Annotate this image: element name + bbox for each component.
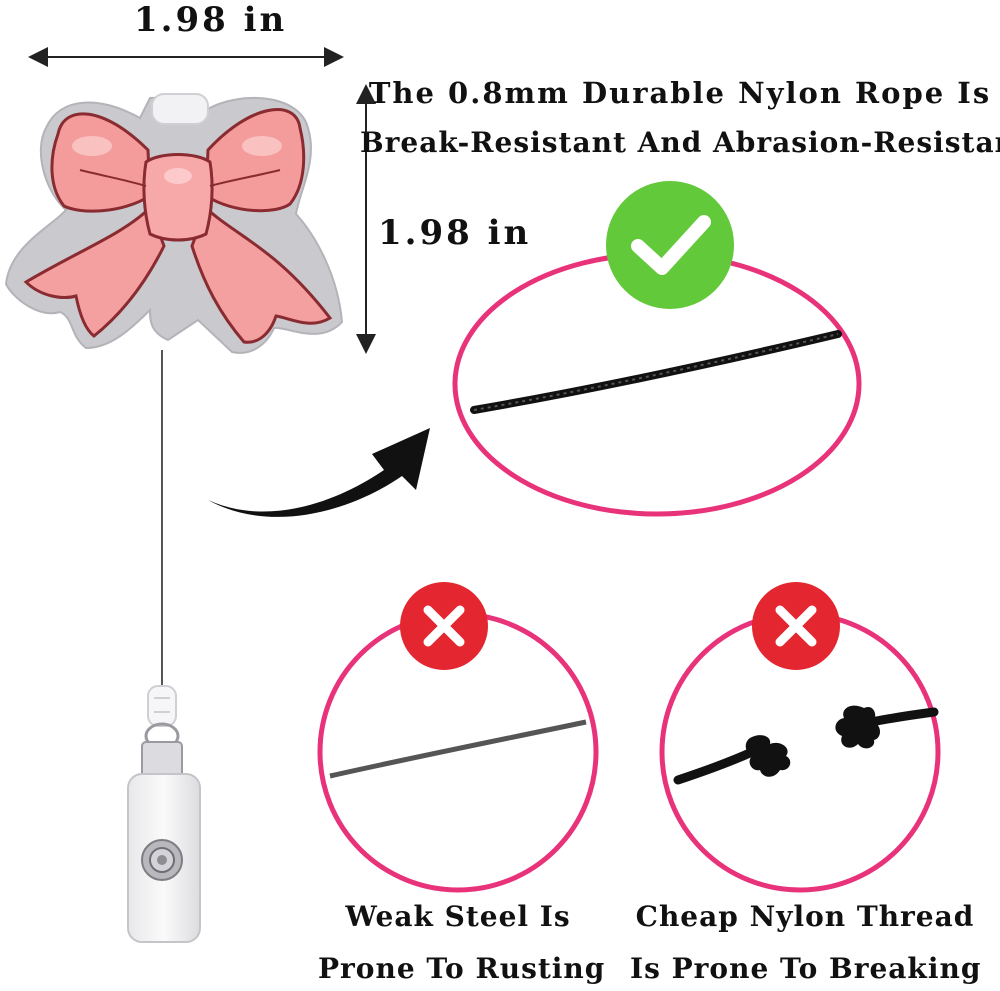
headline-line-1: The 0.8mm Durable Nylon Rope Is [368,76,992,110]
headline-line-2: Break-Resistant And Abrasion-Resistant [360,126,1000,159]
cross-icon [752,582,840,670]
check-icon [606,181,734,309]
cheap-caption-line-2: Is Prone To Breaking [630,952,982,985]
broken-thread [673,705,939,785]
cross-icon [400,582,488,670]
steel-caption-line-2: Prone To Rusting [318,952,606,985]
height-dimension-label: 1.98 in [378,213,532,253]
width-dimension-label: 1.98 in [134,0,288,40]
badge-clip [127,685,201,943]
bow-badge [4,93,344,354]
cheap-caption-line-1: Cheap Nylon Thread [635,900,975,933]
steel-caption-line-1: Weak Steel Is [345,900,571,933]
pointer-arrow [208,428,430,517]
steel-wire [329,719,587,779]
